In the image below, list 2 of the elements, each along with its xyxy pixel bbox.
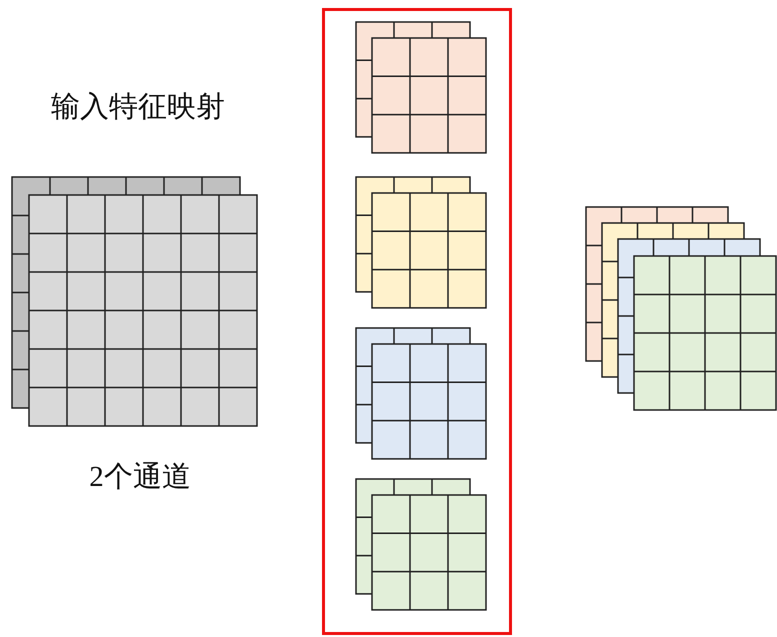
- caption-text: 输入特征映射: [51, 93, 225, 122]
- caption-text: 2个通道: [89, 463, 191, 492]
